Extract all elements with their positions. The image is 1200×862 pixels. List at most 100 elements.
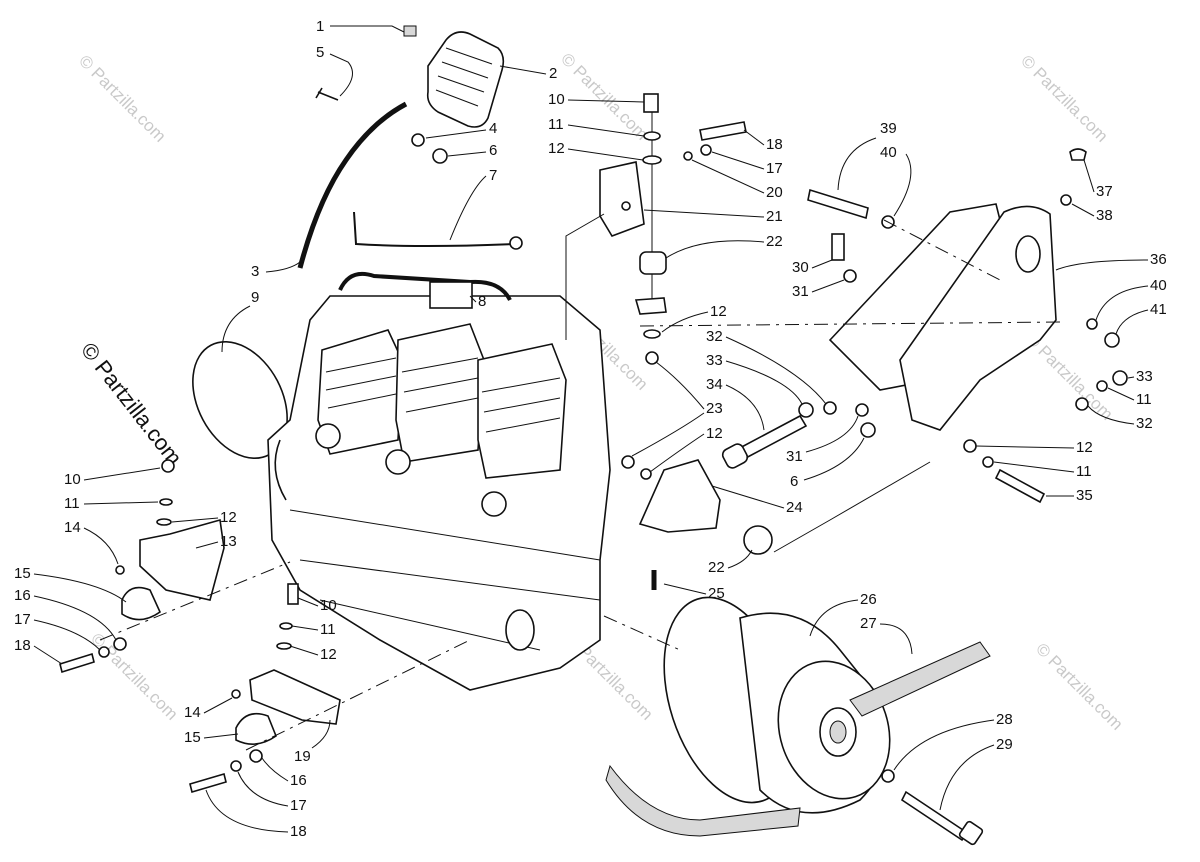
centerline-upper [639, 321, 1063, 327]
washer-part-17c [230, 760, 242, 772]
watermark-main: © Partzilla.com [76, 338, 187, 470]
washer-part-12f [276, 642, 292, 650]
rubber-mount-part-15 [121, 586, 162, 621]
callout-34: 34 [706, 376, 723, 393]
drive-belt-lower [605, 764, 801, 837]
callout-12e: 12 [220, 509, 237, 526]
leader-12d [975, 445, 1075, 449]
mount-bracket-part-21 [599, 161, 645, 237]
leader-5 [329, 53, 353, 97]
callout-22b: 22 [708, 559, 725, 576]
leader-9 [221, 305, 251, 353]
washer-part-16 [113, 637, 127, 651]
nut-part-33 [798, 402, 814, 418]
washer-part-31b [843, 269, 857, 283]
washer-part-12b [643, 329, 661, 339]
leader-mount-22b [773, 461, 931, 553]
washer-part-11b [1096, 380, 1108, 392]
plate-hole [1015, 235, 1041, 273]
leader-12f [289, 645, 319, 656]
leader-31 [805, 415, 859, 453]
callout-25: 25 [708, 585, 725, 602]
leader-36 [1055, 259, 1149, 271]
washer-part-11 [643, 131, 661, 141]
bolt-part-18b [59, 652, 95, 674]
plate-part [634, 297, 667, 315]
callout-18: 18 [766, 136, 783, 153]
clip-part-1 [403, 25, 417, 37]
leader-32b [1087, 405, 1135, 425]
bolt-part-18c [189, 772, 227, 794]
callout-37: 37 [1096, 183, 1113, 200]
bolt-head-34 [721, 443, 749, 469]
callout-19: 19 [294, 748, 311, 765]
callout-26: 26 [860, 591, 877, 608]
washer-part-40b [1086, 318, 1098, 330]
leader-28 [893, 719, 995, 771]
leader-34 [725, 384, 765, 431]
callout-11b: 11 [1136, 391, 1152, 408]
clutch-bore [829, 720, 847, 744]
ground-strap-part-7 [353, 211, 515, 247]
leader-11b [1107, 387, 1135, 401]
callout-15b: 15 [184, 729, 201, 746]
bolt-part-39 [807, 188, 869, 220]
leader-13 [195, 541, 219, 549]
leader-19 [311, 719, 331, 749]
rubber-mount-part-15b [235, 712, 277, 745]
leader-8 [469, 295, 477, 303]
watermark: © Partzilla.com [1032, 639, 1126, 733]
callout-12d: 12 [1076, 439, 1093, 456]
callout-10c: 10 [320, 597, 337, 614]
leader-10 [567, 99, 645, 103]
leader-16b [261, 757, 289, 782]
callout-10: 10 [548, 91, 565, 108]
washer-part-32 [823, 401, 837, 415]
leader-2 [499, 65, 547, 75]
callout-33: 33 [706, 352, 723, 369]
bolt-part-18 [699, 121, 747, 141]
callout-24: 24 [786, 499, 803, 516]
callout-1: 1 [316, 18, 324, 35]
coil-block-part-8 [429, 281, 473, 309]
bolt-part-10c [287, 583, 299, 605]
callout-11c: 11 [1076, 463, 1092, 480]
leader-17c [237, 771, 289, 807]
callout-12b: 12 [710, 303, 727, 320]
output-port [505, 609, 535, 651]
leader-23 [631, 361, 705, 457]
head-wire [338, 271, 512, 301]
wire-part-3 [297, 101, 408, 269]
leader-15b [203, 733, 239, 739]
callout-27: 27 [860, 615, 877, 632]
callout-36: 36 [1150, 251, 1167, 268]
leader-15 [33, 573, 127, 603]
callout-31: 31 [786, 448, 803, 465]
bracket-part-24 [638, 459, 721, 533]
leader-20 [691, 159, 765, 194]
callout-9: 9 [251, 289, 259, 306]
callout-17: 17 [766, 160, 783, 177]
leader-12c [649, 433, 705, 473]
callout-20: 20 [766, 184, 783, 201]
callouts: 1 2 3 4 5 6 7 8 9 10 11 12 18 17 20 21 2… [14, 18, 1167, 840]
leader-41 [1115, 309, 1149, 335]
callout-13: 13 [220, 533, 237, 550]
leader-14 [83, 527, 119, 565]
centerline-lower-mount [245, 639, 471, 751]
callout-12f: 12 [320, 646, 337, 663]
callout-32b: 32 [1136, 415, 1153, 432]
leader-33 [725, 360, 803, 405]
callout-40: 40 [880, 144, 897, 161]
washer-part-11e [279, 622, 293, 630]
leader-21 [643, 209, 765, 218]
mount-bracket-part-13 [139, 518, 225, 601]
washer-part-28 [881, 769, 895, 783]
leader-7 [449, 175, 487, 241]
screw-part-38 [1060, 194, 1072, 206]
leader-11 [567, 124, 645, 137]
leader-18c [205, 789, 289, 833]
bolt-part-14 [115, 565, 125, 575]
leader-10c [297, 597, 319, 607]
spark-plug-3 [481, 491, 507, 517]
